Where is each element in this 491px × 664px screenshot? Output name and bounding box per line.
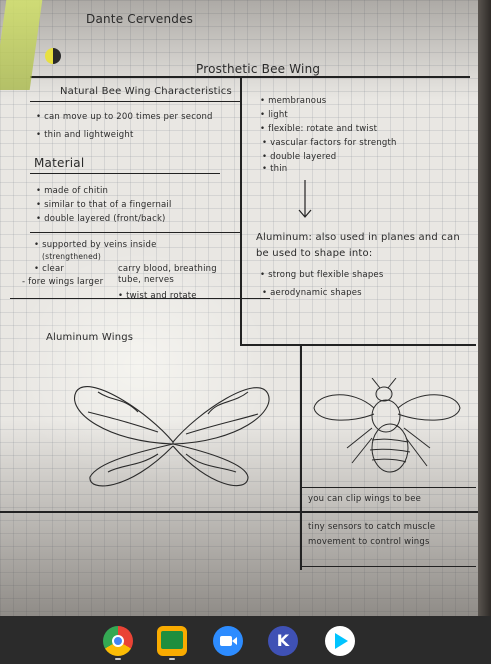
material-item: • similar to that of a fingernail: [36, 200, 172, 210]
wing-detail: • supported by veins inside: [34, 240, 157, 250]
desk-edge: [478, 0, 491, 616]
zoom-icon[interactable]: [213, 626, 243, 656]
wing-detail: • clear: [34, 264, 65, 274]
down-arrow-drawing: [298, 180, 312, 218]
author-name: Dante Cervendes: [86, 12, 194, 26]
wings-label: Aluminum Wings: [46, 332, 134, 343]
material-item: • double layered (front/back): [36, 214, 166, 224]
aluminum-item: • strong but flexible shapes: [260, 270, 384, 280]
clip-note: you can clip wings to bee: [308, 494, 422, 504]
google-classroom-icon[interactable]: [157, 626, 187, 656]
material-heading: Material: [34, 156, 85, 170]
property-item: • light: [260, 110, 288, 120]
wing-detail: - fore wings larger: [22, 277, 104, 287]
page-title: Prosthetic Bee Wing: [196, 62, 321, 76]
sticker: [45, 48, 61, 64]
vein-note-2: • twist and rotate: [118, 291, 197, 301]
property-item: • vascular factors for strength: [262, 138, 397, 148]
sensor-note: tiny sensors to catch muscle movement to…: [308, 522, 436, 547]
characteristic-item: • thin and lightweight: [36, 130, 134, 140]
wing-detail: (strengthened): [42, 252, 101, 261]
property-item: • flexible: rotate and twist: [260, 124, 378, 134]
chrome-icon[interactable]: [103, 626, 133, 656]
characteristics-heading: Natural Bee Wing Characteristics: [60, 86, 232, 97]
kahoot-icon[interactable]: K: [268, 626, 298, 656]
aluminum-wings-drawing: [74, 386, 270, 487]
characteristic-item: • can move up to 200 times per second: [36, 112, 213, 122]
aluminum-item: • aerodynamic shapes: [262, 288, 362, 298]
notebook-photo: Dante Cervendes Prosthetic Bee Wing Natu…: [0, 0, 491, 616]
graph-paper: Dante Cervendes Prosthetic Bee Wing Natu…: [0, 0, 478, 616]
material-item: • made of chitin: [36, 186, 109, 196]
property-item: • thin: [262, 164, 288, 174]
bee-drawing: [313, 378, 461, 473]
vein-note: carry blood, breathing tube, nerves: [118, 264, 217, 285]
taskbar: K: [0, 616, 491, 664]
google-play-icon[interactable]: [325, 626, 355, 656]
property-item: • double layered: [262, 152, 337, 162]
property-item: • membranous: [260, 96, 327, 106]
aluminum-note: Aluminum: also used in planes and can be…: [256, 232, 460, 259]
